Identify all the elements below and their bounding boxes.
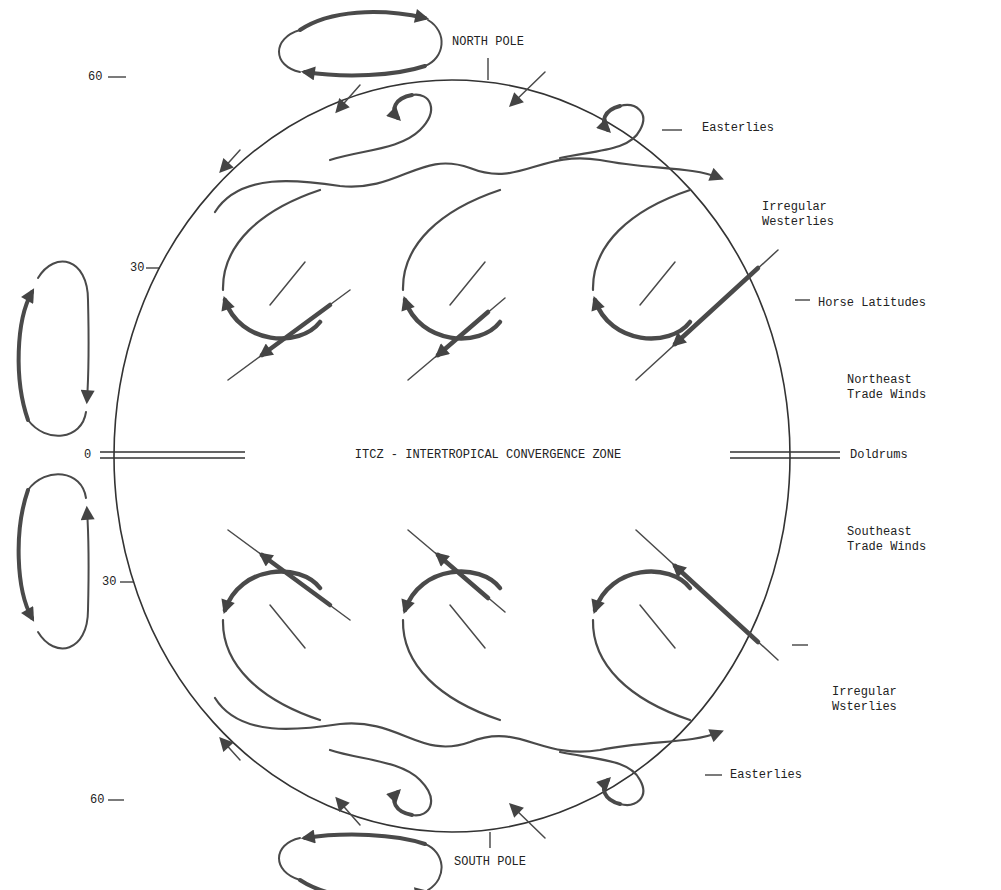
wind-label: Doldrums xyxy=(848,448,910,463)
hemisphere-winds-mirror xyxy=(19,474,778,890)
polar-easterly-arrow xyxy=(338,85,360,110)
hadley-cell-loop xyxy=(28,412,86,436)
trade-wind-line xyxy=(228,290,350,380)
latitude-tick xyxy=(108,799,124,800)
polar-loop xyxy=(394,95,412,118)
polar-cell-loop xyxy=(305,66,425,75)
wind-label: Northeast Trade Winds xyxy=(845,373,939,403)
polar-cell-loop xyxy=(279,30,300,72)
latitude-tick xyxy=(792,644,808,645)
wind-label: Easterlies xyxy=(700,121,776,136)
wind-label: 0 xyxy=(82,448,93,463)
equator-line xyxy=(730,451,840,452)
hemisphere-winds xyxy=(19,12,778,436)
westerly-loop xyxy=(223,190,320,290)
equator-line xyxy=(100,451,245,452)
westerly-loop xyxy=(405,300,500,338)
latitude-tick xyxy=(120,581,134,582)
wind-label: Easterlies xyxy=(728,768,804,783)
wind-label: SOUTH POLE xyxy=(452,855,528,870)
wind-label: 60 xyxy=(88,793,106,808)
polar-easterly-arrow xyxy=(222,150,240,170)
wind-label: Horse Latitudes xyxy=(816,296,928,311)
latitude-tick xyxy=(146,267,160,268)
pole-tick xyxy=(487,58,488,80)
wind-label: 60 xyxy=(86,70,104,85)
wind-label: 30 xyxy=(100,575,118,590)
westerly-tail xyxy=(270,262,305,305)
westerly-tail xyxy=(450,262,485,305)
trade-wind-arrow xyxy=(262,305,330,355)
wind-label: ITCZ - INTERTROPICAL CONVERGENCE ZONE xyxy=(353,448,623,463)
latitude-tick xyxy=(795,299,810,300)
wind-label: Irregular Wsterlies xyxy=(830,685,918,715)
hadley-cell-loop xyxy=(19,292,32,420)
latitude-tick xyxy=(705,774,722,775)
latitude-tick xyxy=(662,129,682,130)
polar-loop xyxy=(330,95,431,160)
westerly-tail xyxy=(640,262,675,305)
polar-easterly-arrow xyxy=(512,72,545,104)
wind-label: Southeast Trade Winds xyxy=(845,525,939,555)
wind-label: 30 xyxy=(128,261,146,276)
westerly-loop xyxy=(403,190,500,290)
westerly-loop xyxy=(225,300,320,338)
westerly-loop xyxy=(595,300,690,338)
wind-label: NORTH POLE xyxy=(450,35,526,50)
westerly-loop xyxy=(593,190,690,290)
polar-loop xyxy=(560,105,643,158)
pole-tick xyxy=(489,832,490,848)
trade-wind-line xyxy=(636,250,778,380)
latitude-tick xyxy=(108,76,126,77)
equator-line xyxy=(100,457,245,458)
polar-loop xyxy=(604,106,620,130)
polar-cell-loop xyxy=(300,12,425,30)
polar-cell-loop xyxy=(425,20,442,66)
equator-line xyxy=(730,457,840,458)
wind-label: Irregular Westerlies xyxy=(760,200,848,230)
trade-wind-arrow xyxy=(675,268,758,344)
hadley-cell-loop xyxy=(38,262,89,400)
